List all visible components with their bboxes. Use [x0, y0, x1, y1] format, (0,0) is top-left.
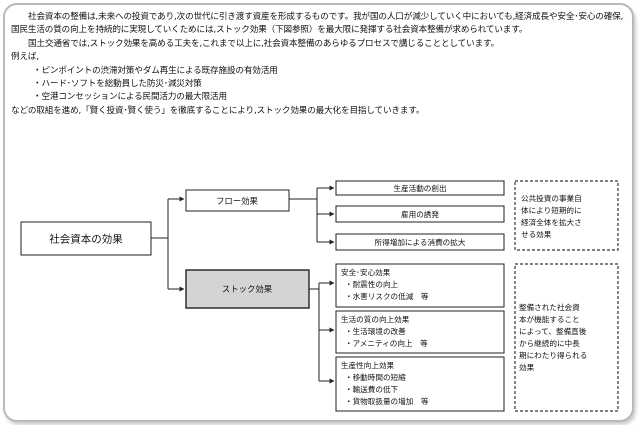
paragraph-conclusion: などの取組を進め,「賢く投資･賢く使う」を徹底することにより,ストック効果の最大… — [11, 105, 425, 116]
stock-group-item: ・耐震性の向上 — [345, 279, 399, 289]
stock-group-item: ・水害リスクの低減 等 — [345, 291, 429, 301]
stock-group-safety — [335, 263, 505, 308]
stock-note-line: によって、整備直後 — [519, 326, 587, 336]
body-text: 社会資本の整備は,未来への投資であり,次の世代に引き渡す資産を形成するものです。… — [11, 11, 626, 118]
bullet-item: ・ピンポイントの渋滞対策やダム再生による既存施設の有効活用 — [33, 65, 278, 76]
paragraph-intro: 社会資本の整備は,未来への投資であり,次の世代に引き渡す資産を形成するものです。… — [11, 12, 624, 36]
flow-item-box — [335, 233, 505, 251]
paragraph-example-lead: 例えば, — [11, 52, 39, 63]
root-label: 社会資本の効果 — [49, 233, 123, 246]
stock-note-line: から継続的に中長 — [519, 338, 580, 348]
flow-note-line: 体により短期的に — [521, 205, 582, 215]
stock-group-title: 安全･安心効果 — [341, 267, 391, 277]
effects-diagram: 社会資本の効果 フロー効果 ストック効果 生産活動の創出 雇用の誘発 所得増加に… — [20, 180, 619, 412]
flow-item-box — [335, 180, 505, 196]
stock-group-title: 生活の質の向上効果 — [341, 314, 410, 324]
flow-note-line: 公共投資の事業自 — [521, 193, 582, 203]
stock-effect-label: ストック効果 — [222, 284, 273, 294]
bullet-item: ・ハード･ソフトを総動員した防災･減災対策 — [33, 79, 202, 90]
flow-item-label: 雇用の誘発 — [401, 209, 439, 219]
stock-effect-box — [185, 269, 310, 309]
stock-group-title: 生産性向上効果 — [341, 360, 395, 370]
stock-note-line: 期にわたり得られる — [519, 350, 587, 360]
stock-group-item: ・アメニティの向上 等 — [345, 338, 428, 348]
root-box — [20, 221, 152, 256]
stock-note-line: 効果 — [519, 362, 535, 372]
flow-effect-label: フロー効果 — [216, 196, 258, 206]
stock-note-line: 本が機能すること — [519, 314, 580, 324]
paragraph-mlit: 国土交通省では,ストック効果を高める工夫を,これまで以上に,社会資本整備のあらゆ… — [28, 38, 500, 49]
connector-lines — [151, 185, 335, 384]
content-frame: 社会資本の整備は,未来への投資であり,次の世代に引き渡す資産を形成するものです。… — [3, 3, 634, 422]
stock-group-item: ・移動時間の短縮 — [345, 372, 406, 382]
flow-note-line: 経済全体を拡大さ — [521, 217, 582, 227]
flow-item-label: 生産活動の創出 — [393, 183, 446, 193]
stock-note-box — [514, 263, 619, 412]
flow-item-label: 所得増加による消費の拡大 — [375, 237, 466, 247]
flow-effect-box — [185, 189, 290, 212]
stock-group-item: ・輸送費の低下 — [345, 384, 399, 394]
stock-group-item: ・貨物取扱量の増加 等 — [345, 396, 429, 406]
stock-note-line: 整備された社会資 — [519, 302, 580, 312]
stock-group-quality-of-life — [335, 310, 505, 354]
flow-item-box — [335, 205, 505, 223]
flow-note-box — [514, 180, 619, 251]
stock-group-item: ・生活環境の改善 — [345, 326, 406, 336]
bullet-item: ・空港コンセッションによる民間活力の最大限活用 — [33, 92, 227, 103]
stock-group-productivity — [335, 356, 505, 412]
flow-note-line: せる効果 — [521, 229, 552, 239]
